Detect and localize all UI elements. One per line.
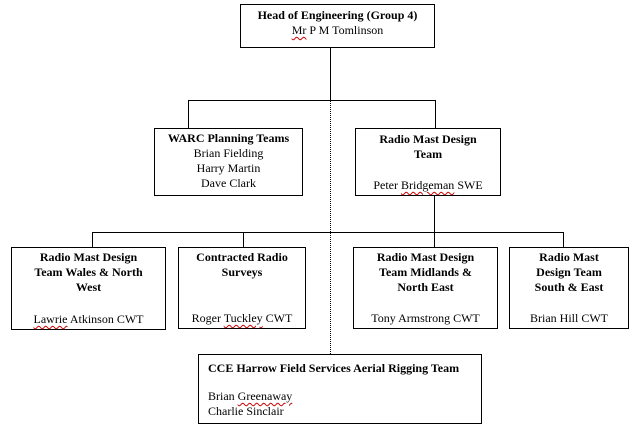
- node-rmdt-south-east: Radio Mast Design Team South & East Bria…: [509, 247, 629, 329]
- node-member: Peter Bridgeman SWE: [373, 178, 483, 192]
- node-contracted-radio-surveys: Contracted Radio Surveys Roger Tuckley C…: [178, 247, 306, 329]
- node-title: Radio Mast Design Team South & East: [534, 250, 604, 294]
- node-member: Harry Martin: [196, 161, 261, 175]
- node-title: Contracted Radio Surveys: [196, 250, 288, 279]
- node-rmdt-midlands-north-east: Radio Mast Design Team Midlands & North …: [353, 247, 498, 329]
- node-warc-planning-teams: WARC Planning Teams Brian Fielding Harry…: [154, 128, 303, 196]
- node-radio-mast-design-team: Radio Mast Design Team Peter Bridgeman S…: [355, 128, 501, 196]
- node-cce-harrow-aerial-rigging-team: CCE Harrow Field Services Aerial Rigging…: [198, 354, 482, 424]
- node-title: Head of Engineering (Group 4): [257, 8, 418, 22]
- node-title: Radio Mast Design Team Midlands & North …: [376, 250, 475, 294]
- node-member: Dave Clark: [201, 176, 256, 190]
- node-member: Brian Greenaway: [208, 389, 293, 403]
- connector-rmdt-drop-line: [435, 100, 436, 128]
- node-member: Lawrie Atkinson CWT: [33, 312, 144, 326]
- node-member: Charlie Sinclair: [208, 404, 284, 418]
- node-member-list: Brian Greenaway Charlie Sinclair: [208, 389, 479, 419]
- misspelled-word: Tuckley: [223, 311, 263, 325]
- node-title: Radio Mast Design Team: [379, 132, 477, 161]
- misspelled-word: Mr: [291, 23, 307, 37]
- connector-dotted-center-line: [330, 100, 331, 354]
- connector-midlands-drop-line: [434, 232, 435, 247]
- misspelled-word: Greenaway: [237, 389, 293, 403]
- connector-warc-drop-line: [188, 100, 189, 128]
- node-title: Radio Mast Design Team Wales & North Wes…: [34, 250, 143, 294]
- connector-south-drop-line: [563, 232, 564, 247]
- node-member: Tony Armstrong CWT: [371, 311, 480, 325]
- node-member: Brian Fielding: [193, 146, 264, 160]
- node-member: Mr P M Tomlinson: [291, 23, 384, 37]
- connector-level2-bar-line: [188, 100, 436, 101]
- node-title: CCE Harrow Field Services Aerial Rigging…: [208, 361, 460, 375]
- node-member: Brian Hill CWT: [530, 311, 608, 325]
- connector-wales-drop-line: [92, 232, 93, 247]
- node-title: WARC Planning Teams: [167, 131, 290, 145]
- misspelled-word: Bridgeman: [400, 178, 455, 192]
- connector-rmdt-down-line: [434, 196, 435, 232]
- connector-root-drop-line: [330, 48, 331, 100]
- node-rmdt-wales-north-west: Radio Mast Design Team Wales & North Wes…: [11, 247, 166, 330]
- connector-contracted-drop-line: [243, 232, 244, 247]
- connector-level3-bar-line: [92, 232, 564, 233]
- node-member: Roger Tuckley CWT: [191, 311, 293, 325]
- node-head-of-engineering: Head of Engineering (Group 4) Mr P M Tom…: [240, 4, 435, 48]
- misspelled-word: Lawrie: [33, 312, 68, 326]
